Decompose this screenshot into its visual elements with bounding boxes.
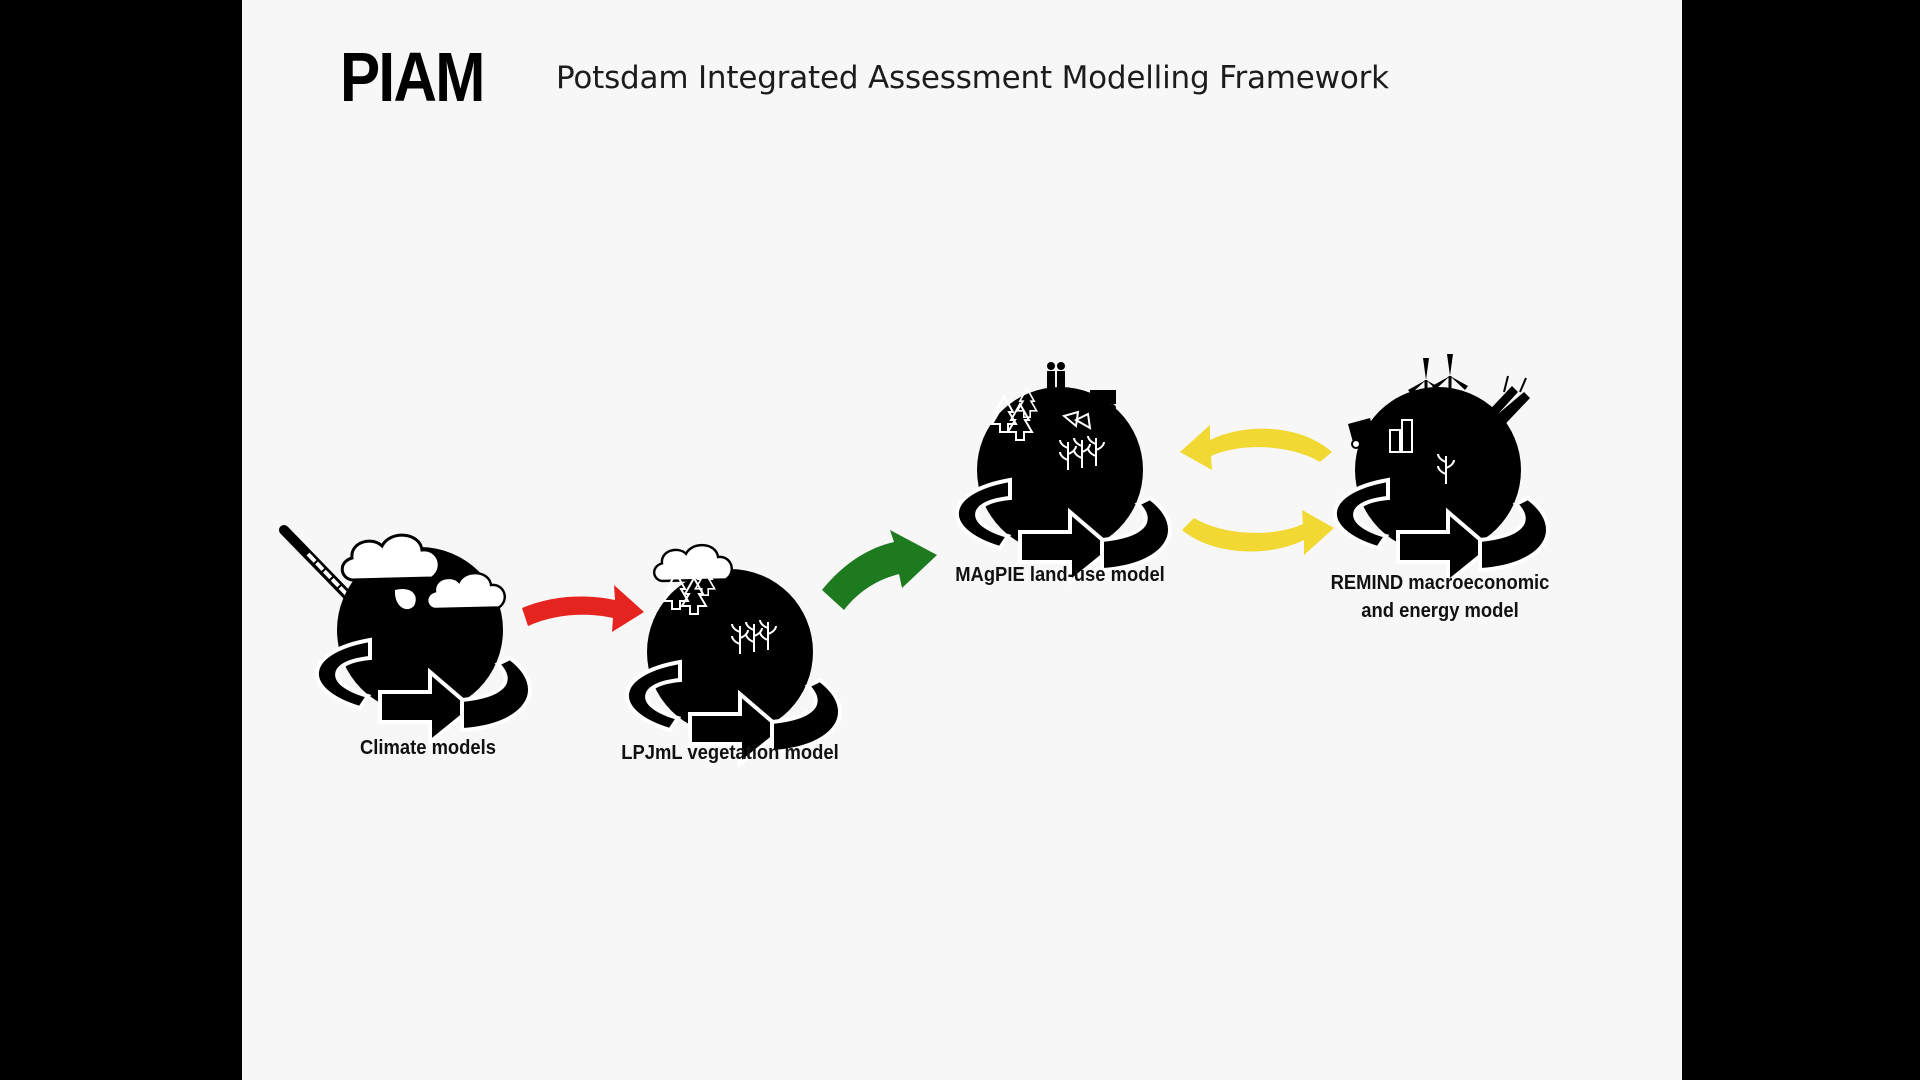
slide-subtitle: Potsdam Integrated Assessment Modelling … (556, 60, 1389, 96)
tractor-icon (1088, 390, 1116, 412)
remind-model-label: REMIND macroeconomic and energy model (1282, 569, 1598, 625)
globe-icon (314, 545, 533, 744)
climate-to-lpjml-arrow (522, 585, 644, 632)
magpie-model-node (954, 362, 1173, 584)
climate-models-label: Climate models (359, 737, 496, 759)
people-icon (1047, 362, 1065, 389)
factory-icon (1480, 375, 1530, 438)
lpjml-to-magpie-arrow (822, 530, 937, 610)
building-icon (1389, 419, 1413, 453)
slide-title: PIAM (340, 38, 485, 116)
remind-model-label-line: REMIND macroeconomic (1330, 572, 1550, 594)
globe-icon (1332, 385, 1551, 584)
globe-icon (624, 567, 843, 766)
slide: PIAM Potsdam Integrated Assessment Model… (242, 0, 1682, 1080)
magpie-remind-coupling-arrows (1180, 425, 1334, 555)
cloud-icon (652, 543, 733, 583)
cloud-icon (340, 533, 441, 582)
magpie-model-label: MAgPIE land-use model (955, 564, 1165, 586)
remind-model-node (1332, 352, 1551, 584)
climate-model-node (279, 525, 533, 744)
lpjml-model-node (624, 543, 843, 766)
fuel-pump-icon (1348, 418, 1376, 449)
lpjml-model-label: LPJmL vegetation model (621, 742, 839, 764)
remind-model-label-line: and energy model (1361, 600, 1519, 622)
cow-icon (1061, 410, 1092, 430)
model-chain-diagram (279, 352, 1551, 766)
